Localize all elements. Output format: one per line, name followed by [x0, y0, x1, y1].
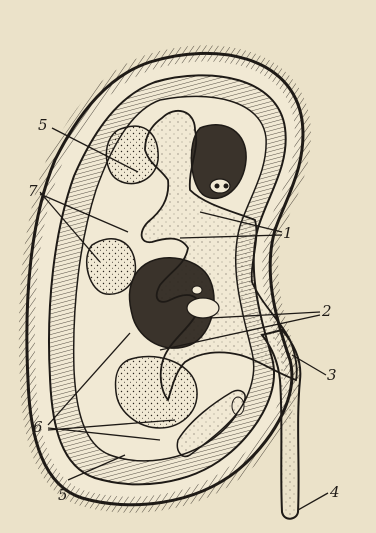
callout-label-3: 3: [327, 366, 337, 384]
minor-calyx-middle: [187, 298, 219, 318]
callout-label-5-top: 5: [38, 116, 48, 134]
minor-calyx-middle-dot: [192, 286, 202, 294]
callout-label-5-bottom: 5: [58, 486, 68, 504]
callout-label-7: 7: [28, 182, 38, 200]
calyx-dot-upper-b: [224, 184, 229, 189]
calyx-dot-upper-a: [215, 184, 220, 189]
renal-pyramid-left: [87, 239, 136, 294]
callout-label-4: 4: [329, 483, 340, 501]
callout-label-1: 1: [283, 224, 293, 242]
leader-4: [298, 493, 328, 510]
callout-label-6: 6: [33, 418, 43, 436]
callout-label-2: 2: [321, 302, 332, 320]
